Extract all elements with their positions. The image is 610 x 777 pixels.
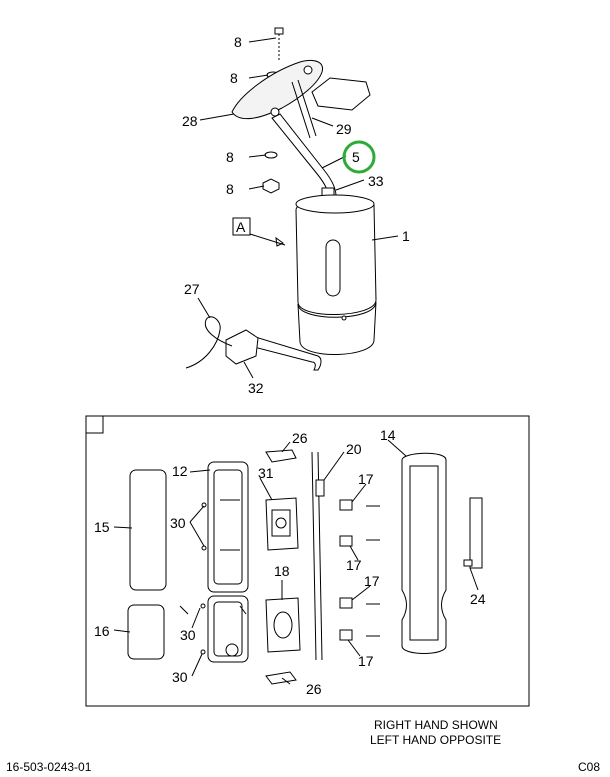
convex-glass-part xyxy=(127,604,165,660)
clip-part xyxy=(265,671,297,685)
callout-1: 1 xyxy=(402,228,410,244)
callout-30: 30 xyxy=(170,515,186,531)
backing-frame-part xyxy=(207,461,249,663)
callout-31: 31 xyxy=(258,465,274,481)
callout-a: A xyxy=(236,219,246,235)
clip-part xyxy=(265,449,297,463)
highlight-circle xyxy=(342,140,376,174)
footer-code: C08 xyxy=(578,760,600,774)
callout-16: 16 xyxy=(94,623,110,639)
callout-8: 8 xyxy=(226,181,234,197)
callout-12: 12 xyxy=(172,463,188,479)
convex-mirror-part xyxy=(311,77,371,111)
callout-8: 8 xyxy=(230,70,238,86)
arm-tube-part xyxy=(271,113,337,197)
nut-part xyxy=(262,178,280,194)
callout-24: 24 xyxy=(470,591,486,607)
callout-17: 17 xyxy=(358,653,374,669)
callout-17: 17 xyxy=(364,573,380,589)
lower-arm-part xyxy=(249,335,322,371)
housing-back-part xyxy=(401,452,447,654)
wire-harness-part xyxy=(185,316,233,369)
callout-30: 30 xyxy=(180,627,196,643)
callout-33: 33 xyxy=(368,173,384,189)
callout-30: 30 xyxy=(172,669,188,685)
upper-bracket-part xyxy=(231,59,324,120)
callout-27: 27 xyxy=(184,281,200,297)
main-mirror-housing-part xyxy=(295,194,377,356)
retainer-clip-part xyxy=(339,499,380,641)
motor-plate-lower-part xyxy=(265,597,301,653)
callout-8: 8 xyxy=(234,34,242,50)
callout-20: 20 xyxy=(346,441,362,457)
callout-29: 29 xyxy=(336,121,352,137)
mirror-glass-part xyxy=(129,469,167,591)
callout-17: 17 xyxy=(358,471,374,487)
callout-8: 8 xyxy=(226,149,234,165)
screw-part xyxy=(179,502,247,655)
callout-5: 5 xyxy=(352,149,360,165)
detail-ref-box xyxy=(232,217,251,236)
callout-26: 26 xyxy=(292,430,308,446)
bolt-part xyxy=(274,27,284,62)
callout-15: 15 xyxy=(94,519,110,535)
note-right-hand: RIGHT HAND SHOWN xyxy=(374,718,498,732)
mount-base-part xyxy=(225,329,259,365)
note-left-hand: LEFT HAND OPPOSITE xyxy=(370,733,501,747)
callout-14: 14 xyxy=(380,427,396,443)
callout-18: 18 xyxy=(274,563,290,579)
trim-strip-part xyxy=(469,497,483,569)
callout-26: 26 xyxy=(306,681,322,697)
callout-28: 28 xyxy=(182,113,198,129)
callout-17: 17 xyxy=(346,557,362,573)
washer-part xyxy=(264,151,278,159)
upper-mirror-assembly: 8 8 28 29 5 8 33 8 1 A 27 32 xyxy=(182,27,410,396)
callout-32: 32 xyxy=(248,380,264,396)
footer-part-number: 16-503-0243-01 xyxy=(6,760,92,774)
brace-arm-part xyxy=(291,79,317,139)
motor-plate-part xyxy=(265,497,299,551)
detail-a-panel: 26 20 14 12 31 17 15 30 17 18 17 24 30 1… xyxy=(85,415,530,707)
